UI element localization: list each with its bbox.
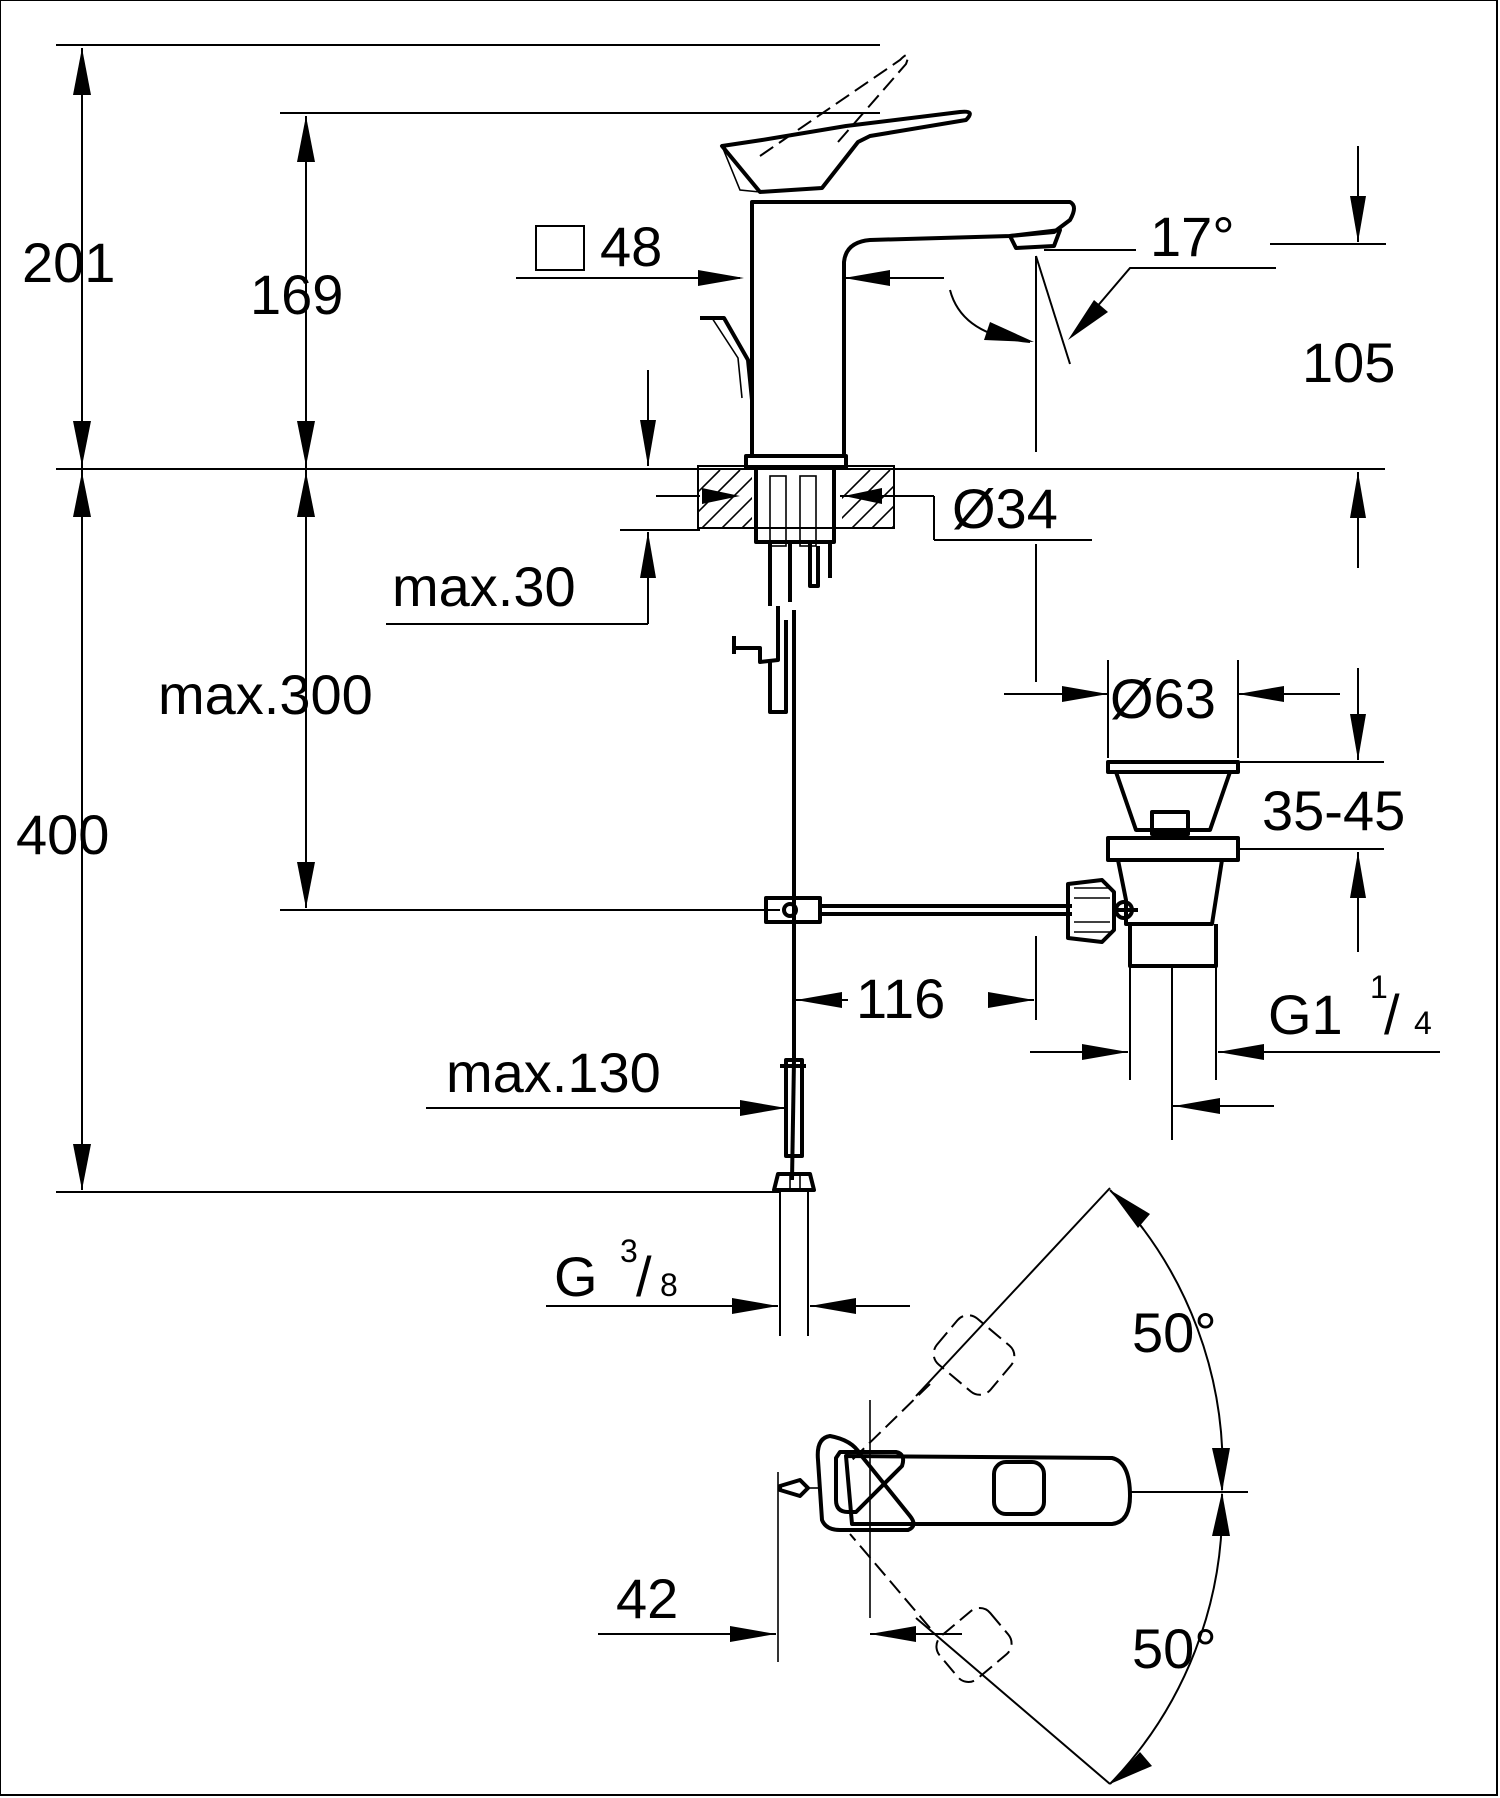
flex-hose [732, 606, 816, 1336]
dim-17deg-label: 17° [1150, 205, 1235, 268]
dim-35-45-label: 35-45 [1262, 779, 1405, 842]
tap-top-view: 50° 50° [777, 1187, 1248, 1785]
dim-g114-main: G1 [1268, 983, 1343, 1046]
dimension-201-400: 201 400 [16, 44, 880, 1193]
dim-63-label: Ø63 [1110, 667, 1216, 730]
deck-section [697, 465, 895, 606]
dim-42-label: 42 [616, 1567, 678, 1630]
dimension-169-300: 169 max.300 [158, 112, 880, 911]
dimension-square-48: 48 [516, 215, 944, 286]
dim-201-label: 201 [22, 231, 115, 294]
dimension-waste-63: Ø63 [1004, 660, 1340, 758]
dim-169-label: 169 [250, 263, 343, 326]
dim-max130-label: max.130 [446, 1041, 661, 1104]
dim-g38-den: 8 [660, 1267, 678, 1303]
dim-34-label: Ø34 [952, 477, 1058, 540]
dim-50deg-down-label: 50° [1132, 1617, 1217, 1680]
dimension-max30: max.30 [386, 370, 700, 625]
dimension-g38: G 3 / 8 [546, 1233, 910, 1314]
dimension-35-45: 35-45 [1240, 668, 1405, 952]
dim-50deg-up-label: 50° [1132, 1301, 1217, 1364]
dim-48-label: 48 [600, 215, 662, 278]
pop-up-waste [1066, 760, 1240, 1140]
dim-g114-slash: / [1384, 983, 1400, 1046]
dimension-116: 116 [796, 936, 1037, 1030]
dimension-g114: G1 1 / 4 [1030, 969, 1440, 1114]
dimension-max130: max.130 [426, 1041, 786, 1116]
dim-max30-label: max.30 [392, 555, 576, 618]
dim-g38-num: 3 [620, 1233, 638, 1269]
dim-116-label: 116 [856, 967, 945, 1030]
dim-400-label: 400 [16, 803, 109, 866]
dim-g38-slash: / [636, 1245, 652, 1308]
dimension-42: 42 [598, 1567, 962, 1642]
dimension-hole-34: Ø34 [656, 477, 1092, 541]
dim-g114-den: 4 [1414, 1005, 1432, 1041]
dim-g38-main: G [554, 1245, 598, 1308]
dim-105-label: 105 [1302, 331, 1395, 394]
tap-side-view [700, 53, 1076, 470]
pull-rod [764, 896, 1072, 924]
dim-g114-num: 1 [1370, 969, 1388, 1005]
dimension-105-17deg: 17° 105 [949, 146, 1395, 682]
dim-max300-label: max.300 [158, 663, 373, 726]
